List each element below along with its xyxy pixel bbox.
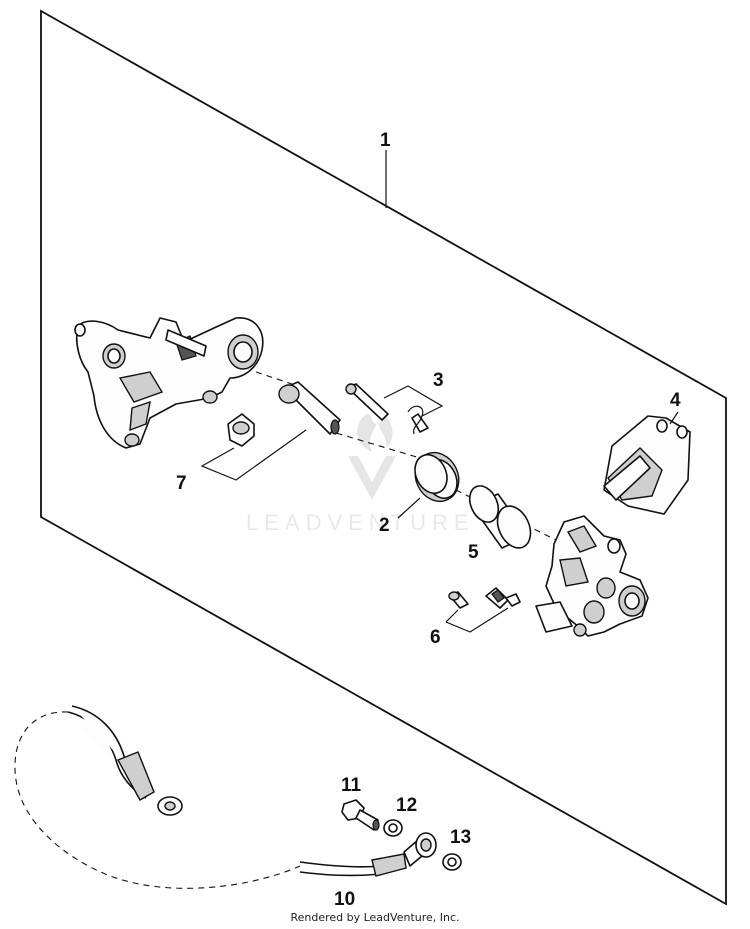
callout-13: 13 [450, 827, 471, 848]
piston-seal [414, 451, 460, 503]
axis-line-upper [255, 371, 293, 385]
assembly-panel [40, 9, 727, 906]
watermark-text: LEADVENTURE [246, 510, 475, 535]
rubber-boot [227, 413, 255, 447]
callout-10: 10 [334, 889, 355, 910]
caliper-body [535, 515, 649, 637]
guide-pin [278, 381, 341, 435]
piston [468, 485, 532, 549]
callout-5: 5 [468, 542, 479, 563]
footer-credit: Rendered by LeadVenture, Inc. [290, 911, 460, 924]
sealing-washer-12 [383, 819, 403, 837]
banjo-plug [485, 587, 521, 609]
leader-6b [445, 609, 459, 623]
callout-11: 11 [341, 775, 362, 796]
brake-pads [603, 415, 691, 515]
callout-3: 3 [433, 370, 444, 391]
sealing-washer-13 [442, 853, 462, 871]
callout-1: 1 [380, 130, 391, 151]
callout-4: 4 [670, 390, 681, 411]
axis-line-middle [325, 429, 421, 459]
watermark: LEADVENTURE [246, 413, 475, 535]
callout-6: 6 [430, 627, 441, 648]
leader-3 [383, 385, 444, 417]
pad-pin [345, 383, 429, 435]
leader-6 [445, 607, 509, 633]
callout-12: 12 [396, 795, 417, 816]
brake-hose [14, 705, 437, 889]
callout-7: 7 [176, 473, 187, 494]
banjo-bolt [341, 799, 380, 831]
bleeder-valve [448, 591, 469, 609]
caliper-bracket [74, 317, 264, 449]
leader-7 [200, 429, 307, 481]
leader-4 [669, 411, 679, 425]
leader-2 [397, 497, 421, 519]
callout-2: 2 [379, 515, 390, 536]
